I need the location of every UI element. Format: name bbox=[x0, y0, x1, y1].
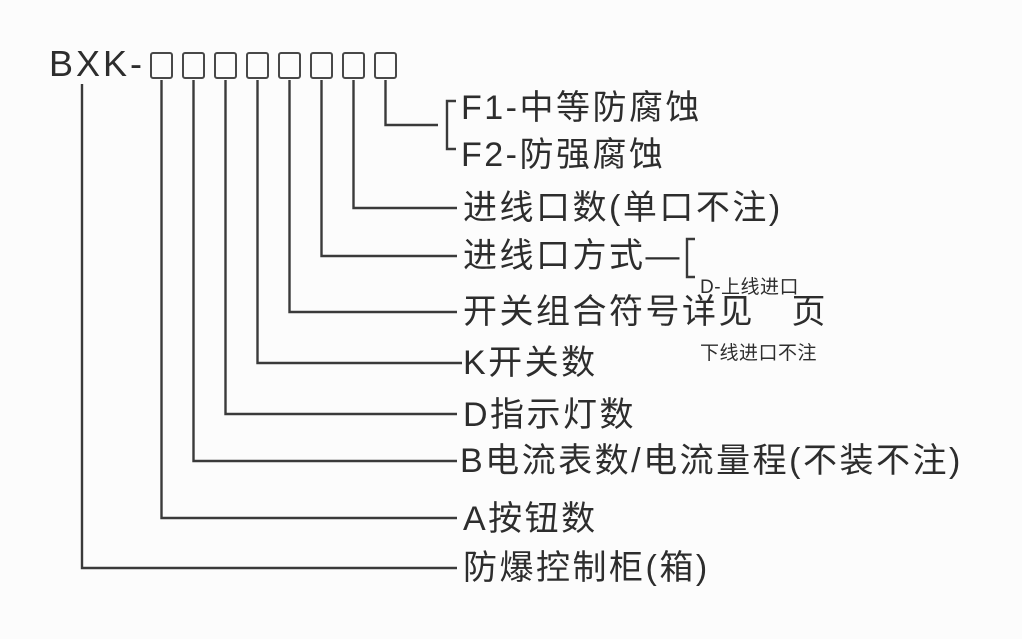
label-k-switch: K开关数 bbox=[463, 344, 598, 382]
connector-line-inlet-count bbox=[352, 80, 457, 210]
label-cabinet: 防爆控制柜(箱) bbox=[463, 549, 710, 587]
code-boxes bbox=[150, 52, 397, 79]
connector-line-f-option bbox=[384, 80, 438, 127]
code-box bbox=[310, 52, 333, 79]
code-box bbox=[246, 52, 269, 79]
connector-line-b-ammeter bbox=[192, 80, 457, 463]
f-options-bracket bbox=[445, 99, 456, 151]
model-prefix: BXK- bbox=[49, 43, 146, 84]
connector-line-a-button bbox=[160, 80, 457, 520]
connector-line-inlet-mode bbox=[320, 80, 457, 258]
code-box bbox=[342, 52, 365, 79]
connector-line-d-indicator bbox=[224, 80, 457, 416]
connector-line-switch-combo bbox=[288, 80, 457, 314]
label-switch-combo: 开关组合符号详见 页 bbox=[463, 293, 828, 331]
inlet-mode-bracket bbox=[685, 237, 695, 279]
code-box bbox=[150, 52, 173, 79]
connector-line-k-switch bbox=[256, 80, 462, 365]
inlet-mode-options: D-上线进口 下线进口不注 bbox=[700, 233, 817, 409]
connector-line-cabinet bbox=[80, 84, 457, 570]
label-a-button: A按钮数 bbox=[463, 500, 598, 538]
inlet-mode-option-1: D-上线进口 bbox=[700, 277, 800, 298]
code-box bbox=[214, 52, 237, 79]
label-inlet-count: 进线口数(单口不注) bbox=[463, 189, 783, 227]
label-f2: F2-防强腐蚀 bbox=[461, 136, 666, 174]
code-box bbox=[278, 52, 301, 79]
code-box bbox=[182, 52, 205, 79]
label-d-indicator: D指示灯数 bbox=[463, 396, 637, 434]
label-b-ammeter: B电流表数/电流量程(不装不注) bbox=[460, 442, 963, 480]
label-f1: F1-中等防腐蚀 bbox=[461, 89, 702, 127]
code-box bbox=[374, 52, 397, 79]
label-inlet-mode: 进线口方式— bbox=[463, 237, 682, 275]
inlet-mode-option-2: 下线进口不注 bbox=[700, 343, 818, 364]
